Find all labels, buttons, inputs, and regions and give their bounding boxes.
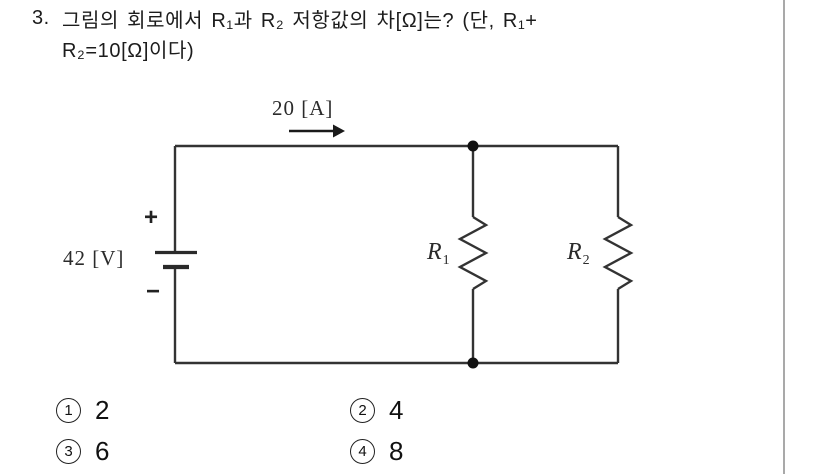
circuit-wires [173,144,634,365]
node-dot-bottom [467,357,479,369]
question-number: 3. [32,7,50,29]
current-label: 20 [A] [272,96,334,120]
question-block: 3. 그림의 회로에서 R₁과 R₂ 저항값의 차[Ω]는? (단, R₁+ R… [32,7,752,65]
r2-subscript: 2 [582,253,590,268]
choice-1-value: 2 [95,395,110,425]
resistor-r2-label: R2 [567,239,590,269]
choice-2-value: 4 [389,395,404,425]
battery-minus-sign: − [146,278,161,305]
r1-subscript: 1 [442,253,450,268]
resistor-r1-icon [457,215,489,291]
resistor-r1-label: R1 [427,239,450,269]
r1-base: R [427,239,442,265]
column-divider-line [783,0,785,474]
choice-4[interactable]: 4 8 [350,438,403,464]
battery-icon [155,250,197,270]
choice-3-circle-marker: 3 [56,438,81,464]
current-arrow-icon [289,124,345,138]
choice-2-circle-marker: 2 [350,397,375,423]
question-text-line1: 그림의 회로에서 R₁과 R₂ 저항값의 차[Ω]는? (단, R₁+ [62,10,538,32]
choice-4-value: 8 [389,436,404,466]
battery-plus-sign: + [144,204,159,231]
choice-1[interactable]: 1 2 [56,397,109,423]
choice-3-value: 6 [95,436,110,466]
voltage-label: 42 [V] [63,246,125,270]
node-dot-top [467,140,479,152]
choice-3[interactable]: 3 6 [56,438,109,464]
choice-4-circle-marker: 4 [350,438,375,464]
question-text-line2: R₂=10[Ω]이다) [62,40,195,62]
r2-base: R [567,239,582,265]
choice-1-circle-marker: 1 [56,397,81,423]
choice-2[interactable]: 2 4 [350,397,403,423]
resistor-r2-icon [602,215,634,291]
